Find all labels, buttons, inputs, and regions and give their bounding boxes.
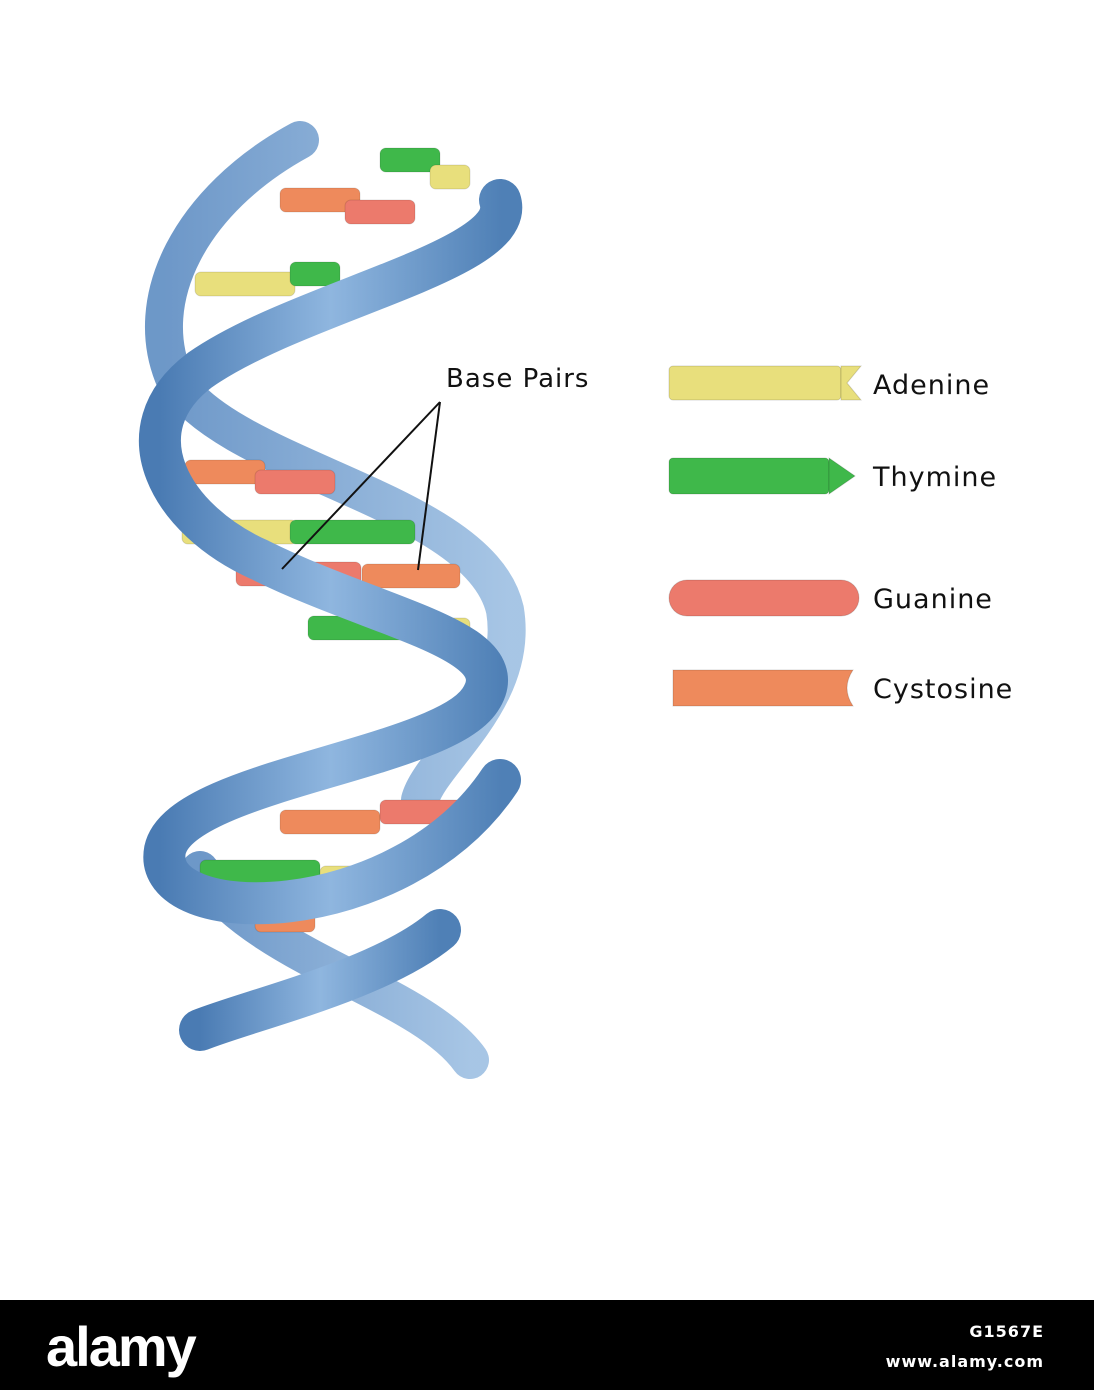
dna-front-strand <box>139 179 523 1051</box>
stock-logo: alamy <box>46 1315 197 1378</box>
thymine-bar-icon <box>668 457 856 495</box>
base-rung <box>429 164 471 190</box>
legend-item-thymine: Thymine <box>665 454 1045 504</box>
guanine-bar-icon <box>668 579 860 617</box>
base-rung <box>289 261 341 287</box>
image-id: G1567E <box>969 1322 1044 1341</box>
legend-label: Adenine <box>873 370 991 401</box>
legend-label: Cystosine <box>873 674 1014 705</box>
legend-label: Thymine <box>873 462 998 493</box>
base-rung <box>254 469 336 495</box>
site-url: www.alamy.com <box>885 1352 1044 1371</box>
legend-label: Guanine <box>873 584 993 615</box>
base-rung <box>344 199 416 225</box>
stock-photo-footer: alamy G1567E www.alamy.com <box>0 1300 1094 1390</box>
base-pairs-label: Base Pairs <box>446 364 590 394</box>
base-rung <box>184 459 266 485</box>
legend-item-guanine: Guanine <box>665 576 1045 626</box>
base-pairs-callout-lines <box>281 401 441 571</box>
legend-item-adenine: Adenine <box>665 362 1045 412</box>
base-rung <box>379 147 441 173</box>
cystosine-bar-icon <box>672 669 854 707</box>
dna-double-helix-illustration <box>139 121 526 1079</box>
adenine-bar-icon <box>668 365 863 401</box>
base-rung <box>289 519 416 545</box>
base-rung <box>361 563 461 589</box>
base-rung <box>194 271 296 297</box>
legend-item-cystosine: Cystosine <box>665 666 1045 716</box>
base-rung <box>279 809 381 835</box>
